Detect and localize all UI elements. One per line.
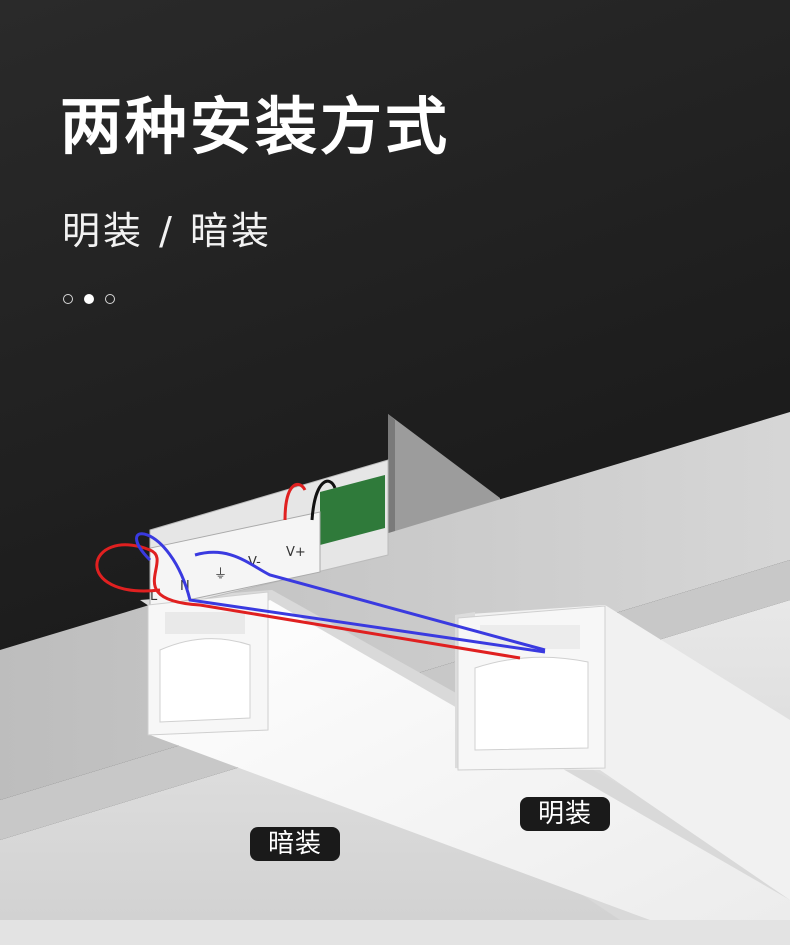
pagination-dot-2[interactable]	[84, 294, 94, 304]
terminal-ground: ⏚	[214, 567, 227, 582]
terminal-v-plus: V+	[286, 545, 306, 560]
concealed-install-label: 暗装	[250, 827, 341, 861]
pagination-dot-3[interactable]	[105, 294, 115, 304]
wall-panel-face	[388, 414, 395, 552]
surface-install-label: 明装	[520, 797, 611, 831]
wire-blue-loop	[135, 532, 546, 654]
driver-circuit	[320, 475, 385, 545]
pagination-dot-1[interactable]	[63, 294, 73, 304]
page-subtitle: 明装 / 暗装	[62, 209, 272, 253]
terminal-l: L	[150, 589, 158, 604]
surface-profile-section	[457, 605, 606, 771]
wire-red-loop	[95, 543, 521, 660]
terminal-v-minus: V-	[248, 555, 261, 570]
footer-strip	[0, 920, 790, 945]
wire-red-top	[283, 482, 307, 521]
driver-terminal-block	[149, 511, 321, 609]
wire-black-top	[310, 479, 337, 521]
page-title: 两种安装方式	[60, 90, 451, 163]
wire-blue-top	[194, 550, 546, 652]
concealed-profile-section	[147, 591, 269, 736]
pagination-dots	[63, 294, 115, 304]
